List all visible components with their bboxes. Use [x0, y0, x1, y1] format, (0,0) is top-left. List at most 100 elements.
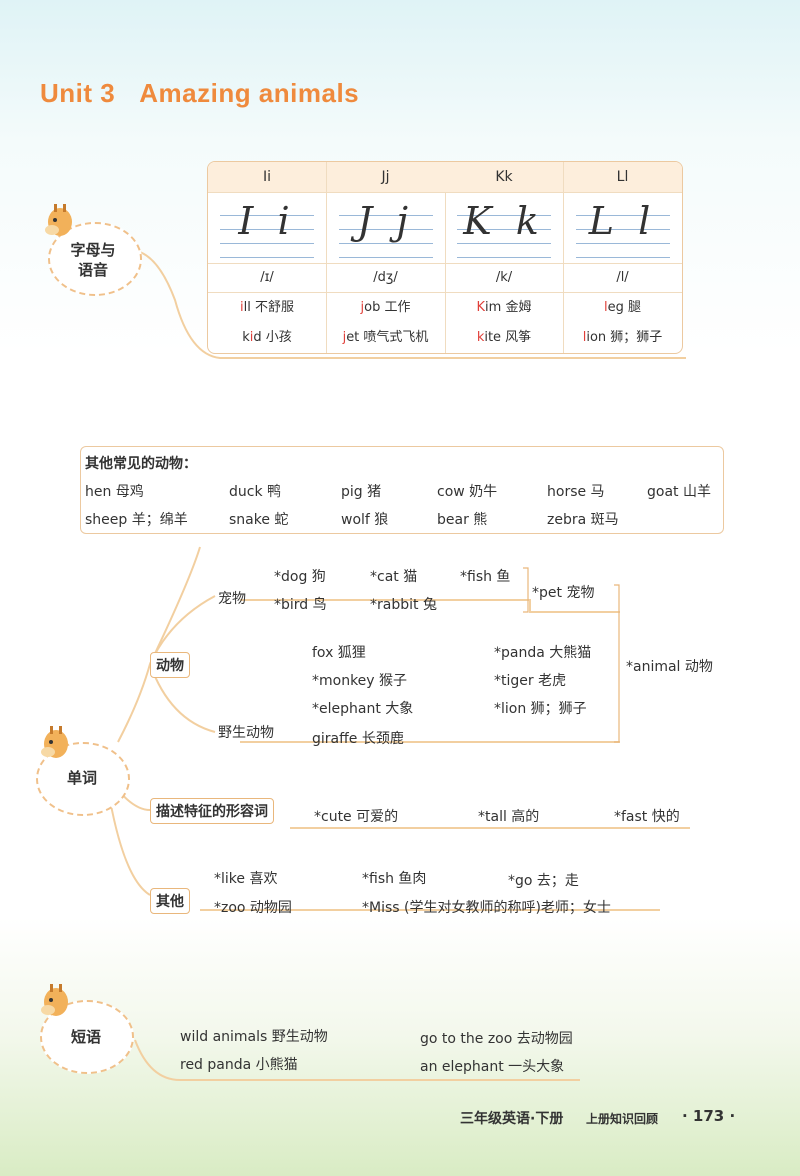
word-rest: eg 腿 — [607, 300, 641, 315]
animal-word: zebra 斑马 — [547, 512, 619, 528]
giraffe-icon — [36, 722, 74, 766]
other-animals-box: 其他常见的动物： hen 母鸡 duck 鸭 pig 猪 cow 奶牛 horse 马 g… — [80, 446, 724, 534]
highlight-letter: k — [476, 330, 485, 345]
other-animals-heading: 其他常见的动物： — [85, 456, 197, 472]
wild-word: *lion 狮；狮子 — [494, 701, 587, 717]
wild-word: fox 狐狸 — [312, 645, 366, 661]
phrase: wild animals 野生动物 — [180, 1029, 328, 1045]
animal-word: goat 山羊 — [647, 484, 711, 500]
letter-word-1: Kim 金姆 — [445, 293, 563, 323]
letter-header: Jj — [326, 162, 445, 193]
other-word: *Miss (学生对女教师的称呼)老师；女士 — [362, 900, 611, 916]
highlight-letter: i — [249, 330, 254, 345]
letter-glyph: J j — [356, 199, 415, 243]
guide-line — [220, 257, 314, 258]
highlight-letter: j — [342, 330, 347, 345]
highlight-letter: l — [603, 300, 608, 315]
node-animals: 动物 — [150, 652, 190, 678]
node-pets: 宠物 — [218, 591, 246, 607]
letter-writing-lines: K k — [445, 193, 563, 264]
highlight-letter: K — [476, 300, 486, 315]
section-badge-letters — [48, 222, 142, 296]
wild-word: giraffe 长颈鹿 — [312, 731, 404, 747]
pet-word: *fish 鱼 — [460, 569, 511, 585]
guide-line — [575, 229, 670, 230]
guide-line — [220, 243, 314, 244]
word-start: k — [242, 330, 250, 345]
phrase: go to the zoo 去动物园 — [420, 1031, 573, 1047]
wild-word: *elephant 大象 — [312, 701, 414, 717]
word-rest: et 喷气式飞机 — [346, 330, 429, 345]
animal-word: wolf 狼 — [341, 512, 389, 528]
animal-word: cow 奶牛 — [437, 484, 498, 500]
animal-word: horse 马 — [547, 484, 605, 500]
guide-line — [457, 215, 551, 216]
letter-phonetic: /l/ — [563, 264, 682, 293]
word-rest: im 金姆 — [485, 300, 532, 315]
wild-word: *monkey 猴子 — [312, 673, 408, 689]
animal-word: pig 猪 — [341, 484, 382, 500]
guide-line — [338, 243, 433, 244]
animal-word: bear 熊 — [437, 512, 488, 528]
other-word: *go 去；走 — [508, 873, 579, 889]
other-word: *like 喜欢 — [214, 871, 278, 887]
letter-writing-lines: I i — [208, 193, 326, 264]
animal-word: hen 母鸡 — [85, 484, 144, 500]
word-rest: ite 风筝 — [484, 330, 532, 345]
node-adjectives: 描述特征的形容词 — [150, 798, 274, 824]
word-rest: ob 工作 — [364, 300, 411, 315]
letter-word-2: kid 小孩 — [208, 323, 326, 353]
page-number: · 173 · — [682, 1107, 736, 1125]
animal-word: snake 蛇 — [229, 512, 289, 528]
animal-word: duck 鸭 — [229, 484, 282, 500]
guide-line — [220, 215, 314, 216]
letter-phonetic: /ɪ/ — [208, 264, 326, 293]
adjective-word: *cute 可爱的 — [314, 809, 399, 825]
giraffe-icon — [40, 200, 78, 244]
letter-word-1: ill 不舒服 — [208, 293, 326, 323]
pet-word: *rabbit 兔 — [370, 597, 437, 613]
section-label-letters: 字母与语音 — [70, 241, 116, 279]
letter-word-1: leg 腿 — [564, 293, 682, 323]
section-label-phrases: 短语 — [70, 1028, 101, 1046]
letter-writing-lines: L l — [563, 193, 682, 264]
letter-phonetic: /k/ — [445, 264, 563, 293]
other-word: *zoo 动物园 — [214, 900, 292, 916]
guide-line — [575, 257, 670, 258]
phrase: red panda 小熊猫 — [180, 1057, 298, 1073]
letter-glyph: L l — [588, 199, 657, 243]
highlight-letter: l — [582, 330, 587, 345]
pet-word: *dog 狗 — [274, 569, 326, 585]
section-label-words: 单词 — [66, 769, 97, 787]
letter-header: Ll — [563, 162, 682, 193]
highlight-letter: j — [360, 300, 365, 315]
adjective-word: *fast 快的 — [614, 809, 680, 825]
wild-word: *panda 大熊猫 — [494, 645, 592, 661]
pet-word: *cat 猫 — [370, 569, 418, 585]
pet-word: *bird 鸟 — [274, 597, 327, 613]
other-word: *fish 鱼肉 — [362, 871, 427, 887]
highlight-letter: i — [240, 300, 244, 315]
wild-word: *tiger 老虎 — [494, 673, 567, 689]
guide-line — [575, 215, 670, 216]
letter-phonetic: /dʒ/ — [326, 264, 445, 293]
letter-word-2: lion 狮；狮子 — [564, 323, 682, 353]
node-others: 其他 — [150, 888, 190, 914]
letter-glyph: K k — [463, 199, 545, 243]
letter-word-2: jet 喷气式飞机 — [327, 323, 445, 353]
guide-line — [338, 257, 433, 258]
guide-line — [220, 229, 314, 230]
letter-word-1: job 工作 — [327, 293, 445, 323]
guide-line — [338, 215, 433, 216]
letter-header: Kk — [445, 162, 563, 193]
footer-section: 上册知识回顾 — [586, 1112, 659, 1126]
word-rest: d 小孩 — [253, 330, 292, 345]
pet-label: *pet 宠物 — [532, 585, 595, 601]
footer-book: 三年级英语·下册 — [460, 1111, 564, 1127]
guide-line — [457, 257, 551, 258]
